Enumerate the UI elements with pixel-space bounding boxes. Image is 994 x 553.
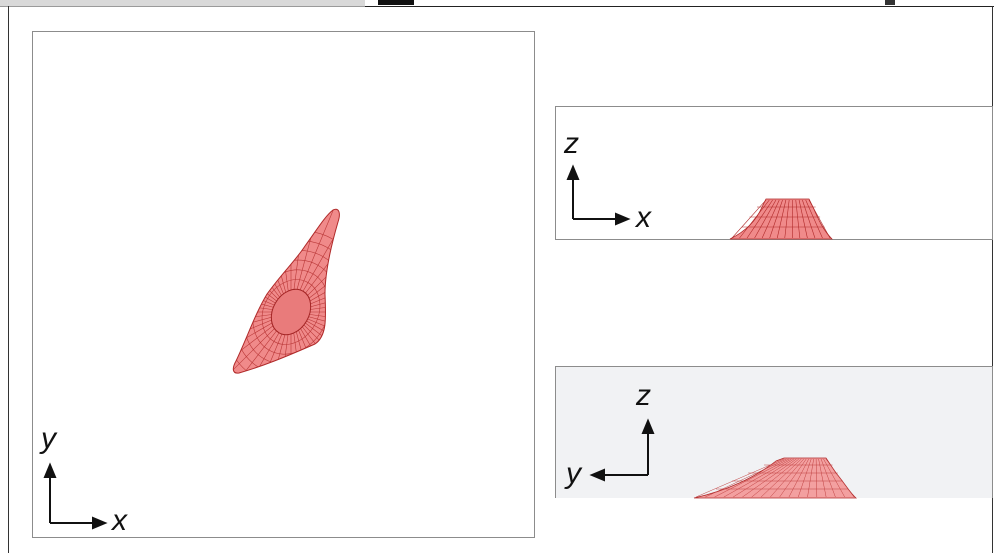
cell-profile-xz: [729, 198, 833, 240]
cell-body: [232, 208, 340, 374]
top-divider: [365, 6, 994, 7]
yz-view-canvas: [589, 418, 858, 499]
xz-view-axes: [566, 164, 631, 226]
xz-view-canvas: [566, 164, 833, 240]
xz-view-x-label: x: [636, 201, 651, 234]
top-view-panel: y x: [32, 31, 535, 538]
yz-view-axes: [589, 418, 655, 482]
yz-view-y-label: y: [566, 457, 581, 490]
left-border-line: [8, 6, 9, 553]
xz-mesh: [731, 199, 831, 239]
top-toolbar-strip: [0, 0, 365, 7]
top-mark: [885, 0, 895, 5]
top-dark-tab: [378, 0, 414, 5]
nucleus: [270, 288, 312, 336]
side-view-xz-panel: z x: [555, 106, 993, 240]
xz-view-z-label: z: [564, 127, 579, 160]
yz-view-z-label: z: [636, 379, 651, 412]
yz-mesh: [695, 458, 855, 498]
side-view-yz-panel: z y: [555, 366, 993, 499]
top-view-y-label: y: [41, 422, 56, 455]
top-view-axes: [43, 462, 108, 530]
top-view-canvas: [43, 208, 340, 530]
top-view-x-label: x: [112, 504, 127, 537]
right-border-line: [992, 6, 993, 553]
